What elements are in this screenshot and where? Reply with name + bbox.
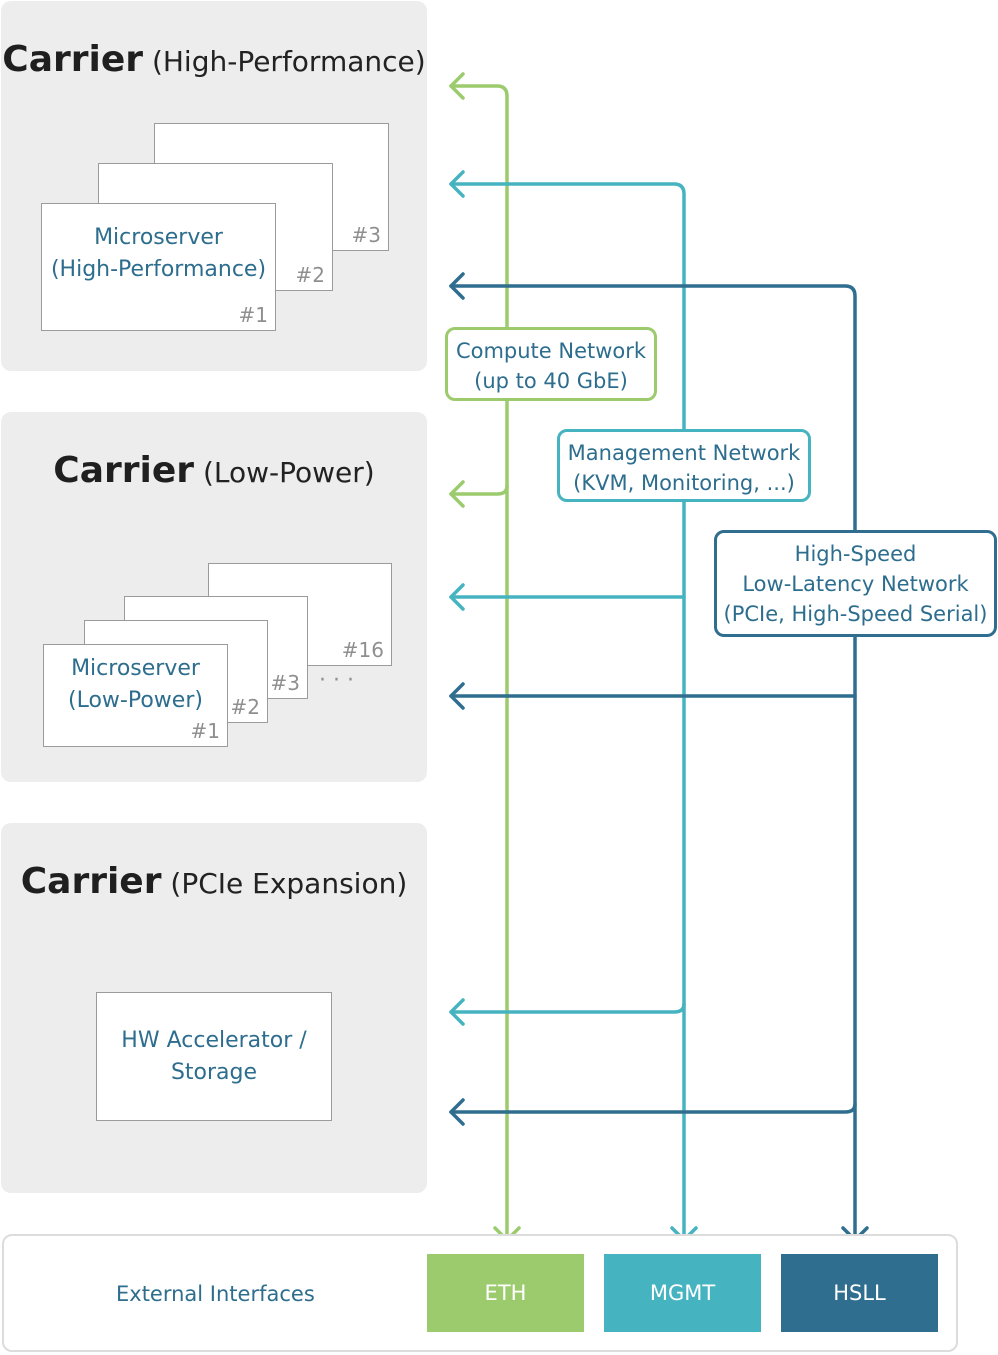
management-network-label: Management Network (KVM, Monitoring, ...… <box>557 429 811 502</box>
microserver-lp-label: Microserver (Low-Power) <box>68 656 203 713</box>
hw-accelerator-card: HW Accelerator / Storage <box>96 992 332 1121</box>
port-eth: ETH <box>427 1254 584 1332</box>
carrier-high-performance-title: Carrier (High-Performance) <box>2 39 426 80</box>
more-cards-ellipsis: · · · <box>319 668 354 693</box>
mgmt-wires <box>449 170 698 1242</box>
carrier-high-performance: Carrier (High-Performance) #3 #2 Microse… <box>1 1 427 371</box>
carrier-low-power-title: Carrier (Low-Power) <box>53 450 375 491</box>
hw-accelerator-label: HW Accelerator / Storage <box>121 1028 307 1085</box>
eth-wires <box>449 72 521 1242</box>
carrier-low-power: Carrier (Low-Power) #16 #3 #2 Microserve… <box>1 412 427 782</box>
hsll-wires <box>449 272 869 1242</box>
external-interfaces-title: External Interfaces <box>116 1282 315 1306</box>
hsll-network-label: High-Speed Low-Latency Network (PCIe, Hi… <box>714 530 997 637</box>
compute-network-label: Compute Network (up to 40 GbE) <box>445 327 657 401</box>
microserver-lp-card-1: Microserver (Low-Power) #1 <box>43 644 228 747</box>
carrier-pcie-title: Carrier (PCIe Expansion) <box>20 861 408 902</box>
microserver-hp-label: Microserver (High-Performance) <box>50 225 267 282</box>
carrier-pcie-expansion: Carrier (PCIe Expansion) HW Accelerator … <box>1 823 427 1193</box>
microserver-hp-card-1: Microserver (High-Performance) #1 <box>41 203 276 331</box>
port-mgmt: MGMT <box>604 1254 761 1332</box>
port-hsll: HSLL <box>781 1254 938 1332</box>
